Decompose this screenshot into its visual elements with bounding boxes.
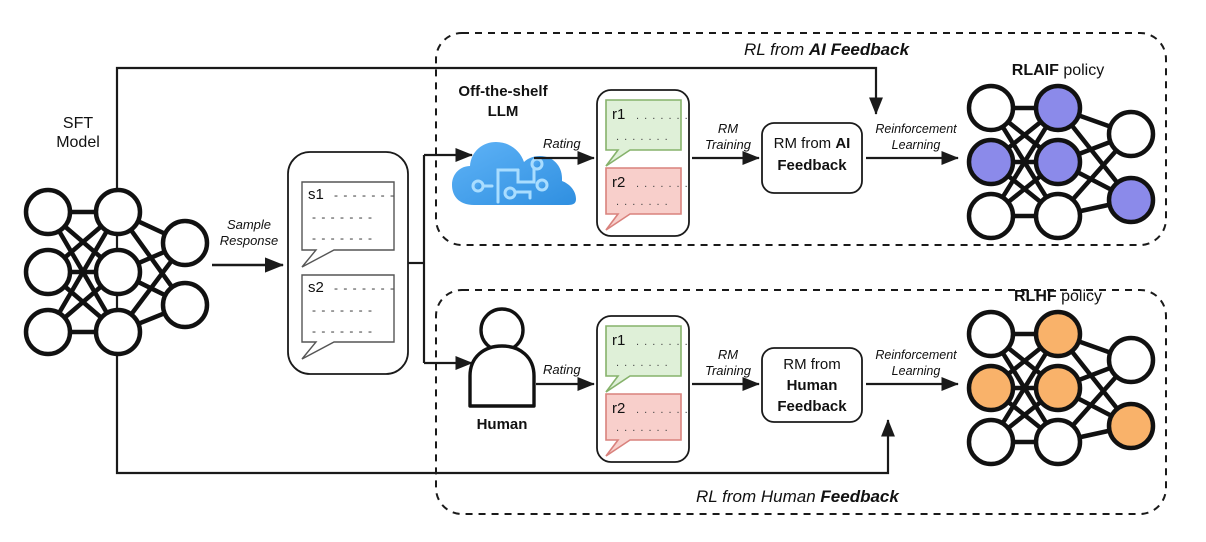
rm-human-bold-feedback: Feedback bbox=[777, 398, 847, 415]
ai-feedback-dashed-box bbox=[435, 32, 1167, 246]
response-bubble-r2-top bbox=[605, 167, 682, 231]
response-r1-bottom-dots: . . . . . . . bbox=[636, 336, 689, 348]
response-bubble-r2-bottom bbox=[605, 393, 682, 457]
llm-label-line1: Off-the-shelf bbox=[458, 83, 548, 100]
rm-training-top-line2: Training bbox=[704, 137, 751, 152]
llm-label-line2: LLM bbox=[487, 103, 519, 120]
rlaif-policy-title: RLAIF policy bbox=[958, 62, 1158, 80]
rl-top-line2: Learning bbox=[891, 138, 941, 152]
sample-s2-text: s2 bbox=[308, 279, 324, 296]
sample-s1-dashes-row3: - - - - - - - bbox=[312, 231, 373, 245]
rlaif-title-bold: RLAIF bbox=[1011, 62, 1059, 79]
feedback-loop-top bbox=[115, 66, 884, 276]
rm-human-feedback-box bbox=[761, 347, 863, 423]
sample-s2-dashes-row2: - - - - - - - bbox=[312, 303, 373, 317]
human-label: Human bbox=[476, 416, 528, 433]
rm-ai-prefix: RM from bbox=[773, 135, 836, 152]
rating-label-top: Rating bbox=[543, 136, 581, 151]
rlaif-highlighted-nodes bbox=[966, 83, 1156, 225]
sample-response-line1: Sample bbox=[226, 217, 272, 232]
sft-label-line1: SFT bbox=[62, 115, 94, 132]
samples-branch-connector bbox=[408, 147, 473, 371]
rm-human-bold-human: Human bbox=[786, 377, 838, 394]
rm-training-bottom-line1: RM bbox=[717, 347, 739, 362]
sample-response-line2: Response bbox=[219, 233, 279, 248]
rlaif-policy-network bbox=[966, 83, 1156, 241]
rlhf-policy-network bbox=[966, 309, 1156, 467]
off-the-shelf-llm-label: Off-the-shelf LLM bbox=[443, 82, 563, 122]
sample-s2-dashes-row3: - - - - - - - bbox=[312, 324, 373, 338]
rlhf-policy-title: RLHF policy bbox=[958, 288, 1158, 306]
sample-s1-dashes-row1: - - - - - - - bbox=[334, 188, 395, 202]
rl-bottom-line2: Learning bbox=[891, 364, 941, 378]
reinforcement-learning-label-bottom: Reinforcement Learning bbox=[864, 347, 968, 379]
response-r2-bottom-dots: . . . . . . . bbox=[636, 404, 689, 416]
rlhf-highlighted-nodes bbox=[966, 309, 1156, 451]
response-bubble-r1-bottom bbox=[605, 325, 682, 393]
feedback-loop-bottom bbox=[115, 276, 896, 475]
human-icon bbox=[468, 307, 536, 408]
sft-model-network bbox=[23, 187, 210, 357]
rm-ai-bold-feedback: Feedback bbox=[777, 157, 847, 174]
response-r1-top-text: r1 bbox=[612, 106, 626, 123]
rlhf-title-bold: RLHF bbox=[1013, 288, 1057, 305]
response-r2-top-text: r2 bbox=[612, 174, 626, 191]
sft-model-label: SFT Model bbox=[28, 114, 128, 152]
rm-ai-feedback-text: RM from AI Feedback bbox=[762, 133, 862, 177]
response-r2-bottom-text: r2 bbox=[612, 400, 626, 417]
rm-training-label-bottom: RM Training bbox=[700, 347, 756, 379]
sample-s1-label: s1 bbox=[308, 186, 324, 203]
sample-bubble-s2 bbox=[301, 274, 395, 360]
ai-feedback-branch-title: RL from AI Feedback bbox=[744, 40, 909, 60]
response-r2-top-dots: . . . . . . . bbox=[636, 178, 689, 190]
off-the-shelf-llm-cloud-icon bbox=[452, 142, 576, 205]
sample-s2-dashes-row1: - - - - - - - bbox=[334, 281, 395, 295]
rm-training-bottom-line2: Training bbox=[704, 363, 751, 378]
rm-training-top-line1: RM bbox=[717, 121, 739, 136]
sample-bubble-s1 bbox=[301, 181, 395, 268]
rating-label-bottom: Rating bbox=[543, 362, 581, 377]
rl-top-line1: Reinforcement bbox=[875, 122, 957, 136]
sft-label-line2: Model bbox=[56, 134, 100, 151]
ai-branch-title-emphasis: AI Feedback bbox=[808, 40, 910, 59]
human-branch-title-emphasis: Feedback bbox=[820, 487, 899, 506]
response-bubble-r1-top bbox=[605, 99, 682, 167]
rm-ai-feedback-box bbox=[761, 122, 863, 194]
response-r1-bottom-dots2: . . . . . . . bbox=[616, 357, 669, 369]
sample-response-label: Sample Response bbox=[212, 217, 286, 249]
rlhf-title-rest: policy bbox=[1056, 288, 1102, 305]
sample-s1-dashes-row2: - - - - - - - bbox=[312, 210, 373, 224]
rm-training-label-top: RM Training bbox=[700, 121, 756, 153]
human-feedback-dashed-box bbox=[435, 289, 1167, 515]
rm-human-prefix: RM from bbox=[783, 356, 841, 373]
response-r2-top-dots2: . . . . . . . bbox=[616, 196, 669, 208]
rm-ai-bold-ai: AI bbox=[835, 135, 851, 152]
rl-bottom-line1: Reinforcement bbox=[875, 348, 957, 362]
human-feedback-branch-title: RL from Human Feedback bbox=[696, 487, 899, 507]
rm-human-feedback-text: RM from Human Feedback bbox=[762, 354, 862, 417]
response-r1-top-dots: . . . . . . . bbox=[636, 110, 689, 122]
response-r1-bottom-text: r1 bbox=[612, 332, 626, 349]
sample-s1-text: s1 bbox=[308, 186, 324, 203]
reinforcement-learning-label-top: Reinforcement Learning bbox=[864, 121, 968, 153]
response-r2-bottom-dots2: . . . . . . . bbox=[616, 422, 669, 434]
ai-branch-title-prefix: RL from bbox=[744, 40, 809, 59]
rlaif-title-rest: policy bbox=[1058, 62, 1105, 79]
human-branch-title-prefix: RL from Human bbox=[696, 487, 821, 506]
response-r1-top-dots2: . . . . . . . bbox=[616, 131, 669, 143]
sample-s2-label: s2 bbox=[308, 279, 324, 296]
